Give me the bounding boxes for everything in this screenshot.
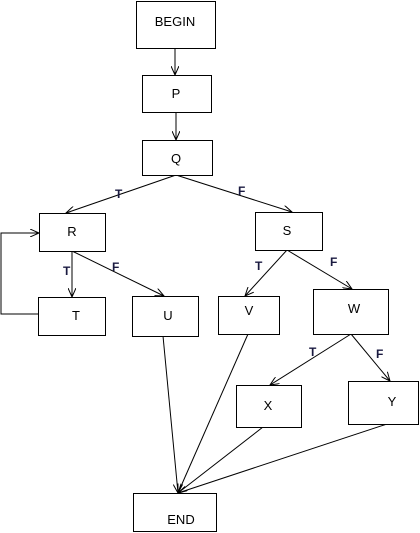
node-label-s: S [283, 223, 292, 238]
node-labels: BEGIN P Q R S T U V W X Y END [67, 14, 396, 527]
node-label-begin: BEGIN [155, 14, 195, 29]
node-s [255, 212, 323, 251]
edge-q-r [66, 174, 177, 213]
nodes [38, 1, 419, 532]
edge-x-end [178, 426, 264, 493]
node-y [348, 381, 419, 425]
edge-r-u [71, 250, 164, 296]
node-label-y: Y [388, 394, 397, 409]
edge-s-w [286, 249, 352, 289]
node-label-t: T [72, 308, 80, 323]
edge-w-y [350, 333, 390, 381]
node-begin [136, 1, 216, 49]
edge-label-r-u: F [112, 260, 119, 274]
node-r [39, 213, 106, 252]
node-label-x: X [264, 398, 273, 413]
edge-u-end [162, 335, 178, 493]
edge-label-r-t: T [63, 264, 71, 278]
node-label-u: U [163, 308, 172, 323]
edge-label-w-x: T [309, 345, 317, 359]
node-label-p: P [172, 86, 181, 101]
edge-label-s-v: T [255, 259, 263, 273]
node-w [313, 289, 389, 335]
node-label-q: Q [171, 151, 181, 166]
edge-y-end [178, 423, 388, 493]
node-v [218, 296, 280, 335]
edge-label-w-y: F [376, 347, 383, 361]
edge-label-q-r: T [115, 187, 123, 201]
edge-labels: T F T F T F T F [63, 184, 383, 361]
node-label-end: END [167, 512, 194, 527]
edge-t-r-loop [0, 233, 39, 315]
node-x [236, 385, 302, 428]
node-label-v: V [245, 303, 254, 318]
edge-s-v [245, 249, 288, 296]
edge-label-q-s: F [238, 184, 245, 198]
edge-v-end [178, 333, 249, 493]
node-end [133, 493, 217, 532]
edges [0, 48, 390, 493]
node-t [38, 297, 106, 336]
edge-w-x [270, 333, 352, 385]
edge-label-s-w: F [330, 255, 337, 269]
edge-q-s [175, 174, 292, 212]
node-label-w: W [348, 301, 361, 316]
node-p [142, 75, 212, 113]
node-q [142, 140, 213, 176]
node-label-r: R [67, 224, 76, 239]
node-u [132, 296, 199, 337]
